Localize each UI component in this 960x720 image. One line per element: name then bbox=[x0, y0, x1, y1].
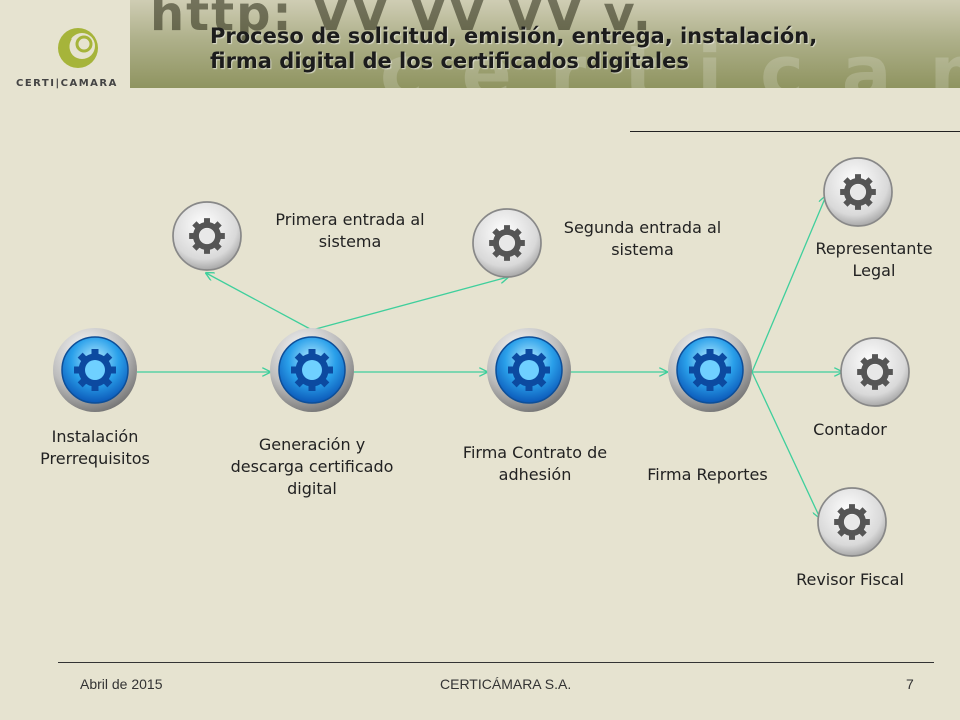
page-title: Proceso de solicitud, emisión, entrega, … bbox=[210, 24, 950, 74]
gear-icon-firma-reportes bbox=[668, 328, 752, 412]
label-line: Firma Contrato de bbox=[462, 443, 608, 462]
label-generacion: Generación y descarga certificado digita… bbox=[212, 434, 412, 500]
page-number: 7 bbox=[906, 676, 914, 692]
gear-icon-segunda-entrada bbox=[472, 208, 542, 278]
logo: CERTI|CAMARA bbox=[0, 0, 130, 112]
gear-icon-primera-entrada bbox=[172, 201, 242, 271]
label-line: descarga certificado bbox=[230, 457, 394, 476]
footer-divider bbox=[58, 662, 934, 663]
label-firma-reportes: Firma Reportes bbox=[647, 465, 768, 484]
label-line: Segunda entrada al bbox=[563, 218, 722, 237]
title-divider bbox=[630, 131, 960, 132]
banner-decoration: http: VV VV VV v. bbox=[150, 0, 653, 42]
label-line: Primera entrada al bbox=[275, 210, 425, 229]
label-primera-entrada: Primera entrada al sistema bbox=[255, 209, 445, 253]
arrow-to-representante bbox=[751, 196, 826, 373]
gear-icon-instalacion bbox=[53, 328, 137, 412]
label-segunda-entrada: Segunda entrada al sistema bbox=[545, 217, 740, 261]
gear-icon-firma-contrato bbox=[487, 328, 571, 412]
header-banner: http: VV VV VV v. c e r t i c a m a r a bbox=[0, 0, 960, 88]
label-representante: Representante Legal bbox=[800, 238, 948, 282]
logo-text: CERTI|CAMARA bbox=[16, 78, 118, 89]
title-line-1: Proceso de solicitud, emisión, entrega, … bbox=[210, 24, 818, 48]
label-line: adhesión bbox=[498, 465, 572, 484]
title-line-2: firma digital de los certificados digita… bbox=[210, 49, 689, 73]
label-revisor: Revisor Fiscal bbox=[796, 570, 904, 589]
footer-date: Abril de 2015 bbox=[80, 676, 163, 692]
label-line: Representante bbox=[815, 239, 933, 258]
label-instalacion: Instalación Prerrequisitos bbox=[10, 426, 180, 470]
label-line: Instalación bbox=[51, 427, 139, 446]
label-line: sistema bbox=[318, 232, 382, 251]
banner-watermark: c e r t i c a m a r a bbox=[380, 30, 960, 88]
label-line: digital bbox=[287, 479, 337, 498]
arrow-to-revisor bbox=[751, 371, 820, 518]
label-line: sistema bbox=[611, 240, 674, 259]
gear-icon-revisor bbox=[817, 487, 887, 557]
arrow-to-segunda-entrada bbox=[311, 277, 508, 331]
label-line: Legal bbox=[852, 261, 896, 280]
gear-icon-contador bbox=[840, 337, 910, 407]
gear-icon-representante bbox=[823, 157, 893, 227]
label-firma-contrato: Firma Contrato de adhesión bbox=[440, 442, 630, 486]
label-contador: Contador bbox=[813, 420, 887, 439]
certicamara-logo-icon bbox=[58, 28, 98, 68]
gear-icon-generacion bbox=[270, 328, 354, 412]
arrow-to-primera-entrada bbox=[206, 273, 313, 331]
connector-arrows bbox=[137, 196, 842, 518]
label-line: Prerrequisitos bbox=[40, 449, 150, 468]
label-line: Generación y bbox=[258, 435, 366, 454]
footer-company: CERTICÁMARA S.A. bbox=[440, 676, 572, 692]
